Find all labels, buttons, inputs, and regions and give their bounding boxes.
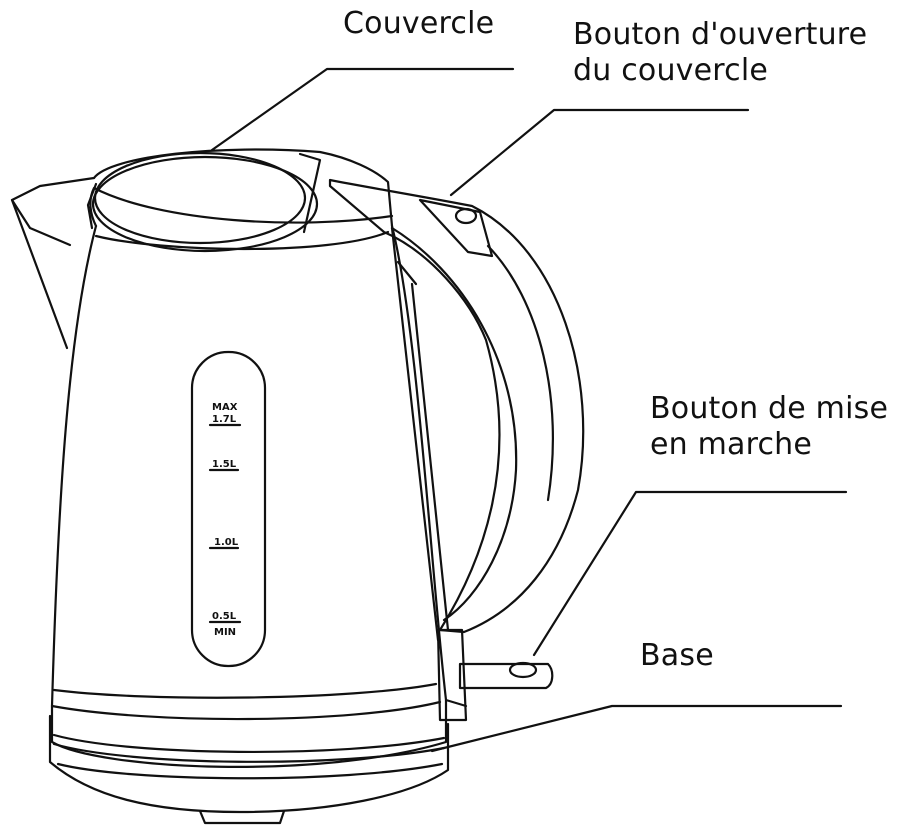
- kettle-base: [48, 714, 450, 825]
- leader-line-lid: [210, 67, 515, 152]
- leader-line-power-button: [532, 490, 848, 657]
- label-power-button: Bouton de mise en marche: [650, 391, 888, 463]
- label-power-button-line-2: en marche: [650, 427, 813, 462]
- leader-line-base: [430, 704, 843, 753]
- kettle-handle: [328, 178, 585, 642]
- water-level-window: [190, 350, 267, 668]
- label-base-text: Base: [640, 638, 714, 673]
- label-power-button-line-1: Bouton de mise: [650, 391, 889, 426]
- gauge-max-label: MAX: [212, 402, 238, 413]
- water-level-window-outline: [190, 350, 267, 668]
- power-switch: [436, 628, 554, 722]
- label-lid-button-line-2: du couvercle: [573, 53, 769, 88]
- gauge-min-label: MIN: [214, 627, 236, 638]
- kettle-spout: [10, 176, 98, 350]
- kettle-lid: [89, 148, 394, 253]
- gauge-labels: MAX 1.7L 1.5L 1.0L 0.5L MIN: [212, 402, 239, 638]
- kettle-body: [50, 224, 448, 768]
- label-lid-button: Bouton d'ouverture du couvercle: [573, 17, 867, 89]
- lid-opening-button: [418, 198, 494, 258]
- gauge-max-value: 1.7L: [212, 414, 237, 425]
- label-lid-text: Couvercle: [343, 6, 495, 41]
- leader-lines: [210, 67, 848, 753]
- leader-line-lid-button: [449, 108, 750, 197]
- gauge-mark-1: 1.5L: [212, 459, 237, 470]
- label-base: Base: [640, 638, 714, 674]
- label-lid: Couvercle: [343, 6, 494, 42]
- gauge-mark-2: 1.0L: [214, 537, 239, 548]
- label-lid-button-line-1: Bouton d'ouverture: [573, 17, 868, 52]
- gauge-min-value: 0.5L: [212, 611, 237, 622]
